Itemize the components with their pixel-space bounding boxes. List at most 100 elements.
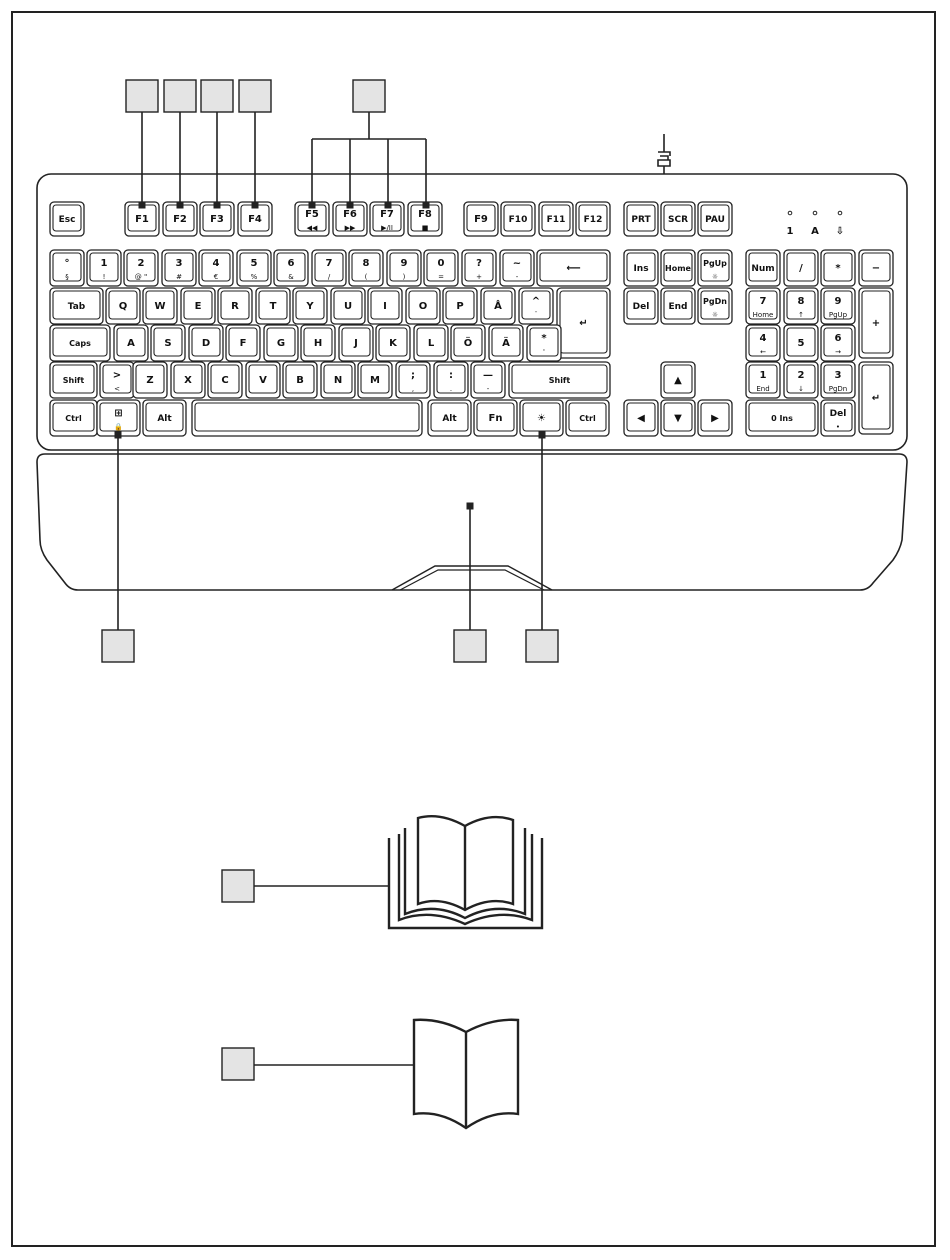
key-semicolon[interactable]: ;, xyxy=(395,361,431,399)
key-pgup[interactable]: PgUp☼ xyxy=(697,249,733,287)
key-u[interactable]: U xyxy=(330,287,366,325)
key-z[interactable]: Z xyxy=(132,361,168,399)
key-f6[interactable]: F6▶▶ xyxy=(332,201,368,237)
key-question[interactable]: ?+ xyxy=(461,249,497,287)
key-l[interactable]: L xyxy=(413,324,449,362)
key-kp-enter[interactable]: ↵ xyxy=(858,361,894,435)
key-f3[interactable]: F3 xyxy=(199,201,235,237)
key-prt[interactable]: PRT xyxy=(623,201,659,237)
key-caps[interactable]: Caps xyxy=(49,324,111,362)
key-y[interactable]: Y xyxy=(292,287,328,325)
key-ins[interactable]: Ins xyxy=(623,249,659,287)
key-scr[interactable]: SCR xyxy=(660,201,696,237)
key-caret[interactable]: ^¨ xyxy=(518,287,554,325)
key-7[interactable]: 7/ xyxy=(311,249,347,287)
key-kp2[interactable]: 2↓ xyxy=(783,361,819,399)
key-ctrl-right[interactable]: Ctrl xyxy=(565,399,610,437)
key-kp-slash[interactable]: / xyxy=(783,249,819,287)
key-kp-minus[interactable]: − xyxy=(858,249,894,287)
key-kp-del[interactable]: Del• xyxy=(820,399,856,437)
key-q[interactable]: Q xyxy=(105,287,141,325)
key-3[interactable]: 3# xyxy=(161,249,197,287)
key-kp5[interactable]: 5 xyxy=(783,324,819,362)
key-i[interactable]: I xyxy=(367,287,403,325)
key-h[interactable]: H xyxy=(300,324,336,362)
key-s[interactable]: S xyxy=(150,324,186,362)
key-backspace[interactable]: ⟵ xyxy=(536,249,611,287)
key-w[interactable]: W xyxy=(142,287,178,325)
key-esc[interactable]: Esc xyxy=(49,201,85,237)
key-x[interactable]: X xyxy=(170,361,206,399)
key-degree[interactable]: °§ xyxy=(49,249,85,287)
key-kp0[interactable]: 0 Ins xyxy=(745,399,819,437)
key-tab[interactable]: Tab xyxy=(49,287,104,325)
key-tilde[interactable]: ~- xyxy=(499,249,535,287)
key-arrow-left[interactable]: ◀ xyxy=(623,399,659,437)
key-0[interactable]: 0= xyxy=(423,249,459,287)
key-c[interactable]: C xyxy=(207,361,243,399)
key-kp8[interactable]: 8↑ xyxy=(783,287,819,325)
key-j[interactable]: J xyxy=(338,324,374,362)
key-r[interactable]: R xyxy=(217,287,253,325)
key-2[interactable]: 2@ " xyxy=(123,249,159,287)
key-o-uml[interactable]: Ö xyxy=(450,324,486,362)
key-end[interactable]: End xyxy=(660,287,696,325)
key-ctrl-left[interactable]: Ctrl xyxy=(49,399,98,437)
key-v[interactable]: V xyxy=(245,361,281,399)
key-f8[interactable]: F8■ xyxy=(407,201,443,237)
key-kp-star[interactable]: * xyxy=(820,249,856,287)
key-colon[interactable]: :. xyxy=(433,361,469,399)
key-a-ring[interactable]: Å xyxy=(480,287,516,325)
key-arrow-right[interactable]: ▶ xyxy=(697,399,733,437)
key-a-uml[interactable]: Ä xyxy=(488,324,524,362)
key-backlight[interactable]: ☀ xyxy=(519,399,564,437)
key-home[interactable]: Home xyxy=(660,249,696,287)
key-f11[interactable]: F11 xyxy=(538,201,574,237)
key-space[interactable] xyxy=(191,399,423,437)
key-f[interactable]: F xyxy=(225,324,261,362)
key-kp-plus[interactable]: + xyxy=(858,287,894,359)
key-1[interactable]: 1! xyxy=(86,249,122,287)
key-m[interactable]: M xyxy=(357,361,393,399)
key-win[interactable]: ⊞🔒 xyxy=(96,399,141,437)
key-f9[interactable]: F9 xyxy=(463,201,499,237)
key-num[interactable]: Num xyxy=(745,249,781,287)
key-f12[interactable]: F12 xyxy=(575,201,611,237)
key-f10[interactable]: F10 xyxy=(500,201,536,237)
key-8[interactable]: 8( xyxy=(348,249,384,287)
key-b[interactable]: B xyxy=(282,361,318,399)
key-9[interactable]: 9) xyxy=(386,249,422,287)
key-e[interactable]: E xyxy=(180,287,216,325)
key-arrow-down[interactable]: ▼ xyxy=(660,399,696,437)
key-angle[interactable]: >< xyxy=(99,361,135,399)
key-kp4[interactable]: 4← xyxy=(745,324,781,362)
key-pau[interactable]: PAU xyxy=(697,201,733,237)
key-underscore[interactable]: —- xyxy=(470,361,506,399)
key-o[interactable]: O xyxy=(405,287,441,325)
key-n[interactable]: N xyxy=(320,361,356,399)
key-del[interactable]: Del xyxy=(623,287,659,325)
key-k[interactable]: K xyxy=(375,324,411,362)
key-enter[interactable]: ↵ xyxy=(556,287,611,359)
key-alt-right[interactable]: Alt xyxy=(427,399,472,437)
key-fn[interactable]: Fn xyxy=(473,399,518,437)
key-asterisk[interactable]: *' xyxy=(526,324,562,362)
key-kp6[interactable]: 6→ xyxy=(820,324,856,362)
key-6[interactable]: 6& xyxy=(273,249,309,287)
key-arrow-up[interactable]: ▲ xyxy=(660,361,696,399)
key-a[interactable]: A xyxy=(113,324,149,362)
key-d[interactable]: D xyxy=(188,324,224,362)
key-t[interactable]: T xyxy=(255,287,291,325)
key-g[interactable]: G xyxy=(263,324,299,362)
key-5[interactable]: 5% xyxy=(236,249,272,287)
key-shift-left[interactable]: Shift xyxy=(49,361,98,399)
key-4[interactable]: 4€ xyxy=(198,249,234,287)
key-pgdn[interactable]: PgDn☼ xyxy=(697,287,733,325)
key-p[interactable]: P xyxy=(442,287,478,325)
key-alt-left[interactable]: Alt xyxy=(142,399,187,437)
key-shift-right[interactable]: Shift xyxy=(508,361,611,399)
